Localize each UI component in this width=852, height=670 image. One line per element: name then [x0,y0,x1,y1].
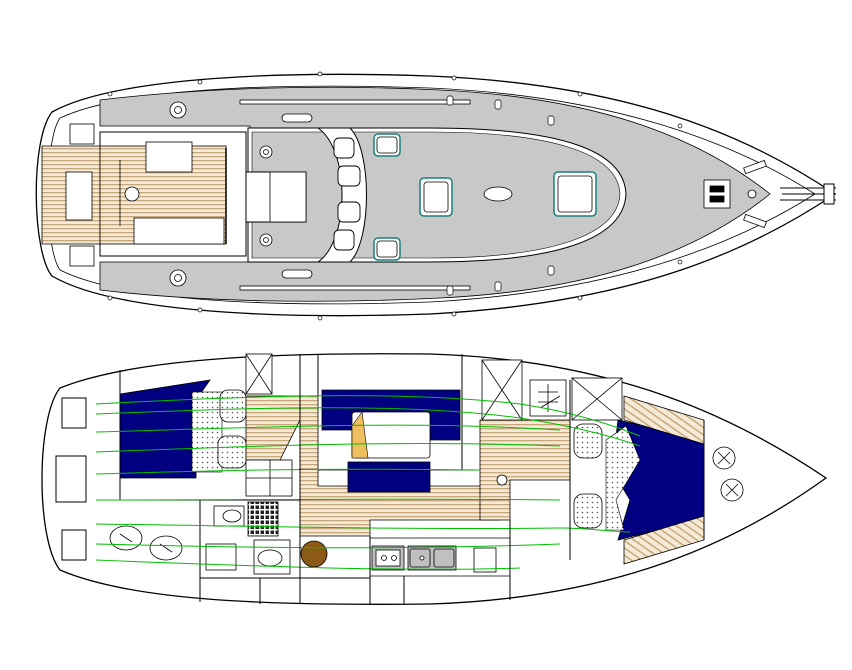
dodger-windows [333,137,361,251]
stern-locker-port [69,123,95,145]
aft-cabin-fittings [109,525,183,561]
mast-step-icon [483,186,513,202]
interior-layout [41,353,828,605]
cabin-table-icon [300,540,328,568]
aft-cabin-dots [191,391,223,473]
winch-icon [169,101,273,287]
sink-icon [205,539,291,575]
anchor-windlass-icon [703,179,757,209]
deck-toerail [47,85,816,305]
saloon-settee-stbd [347,461,431,493]
galley-fridge [473,547,497,573]
deck-plan [35,71,837,321]
genoa-tracks [239,99,471,291]
forward-cabin-dots [605,425,641,531]
galley-sink-icon [407,545,457,571]
stern-locker [65,171,93,221]
toilet-icon [213,505,245,527]
cockpit-seat-port [145,141,193,173]
shower-grate-icon [247,501,279,537]
mast-post [496,474,508,486]
saloon-settee [321,389,461,441]
tank-lines [95,395,641,570]
cockpit-seat-stbd [133,217,225,245]
deck-vents [446,95,555,296]
anchor-locker-fittings [712,446,744,502]
stanchions [107,71,683,321]
stern-locker-stbd [69,245,95,267]
cockpit-table-icon [124,186,140,202]
hatch-icon [373,133,597,261]
bowsprit [780,183,836,205]
stove-icon [371,545,405,571]
